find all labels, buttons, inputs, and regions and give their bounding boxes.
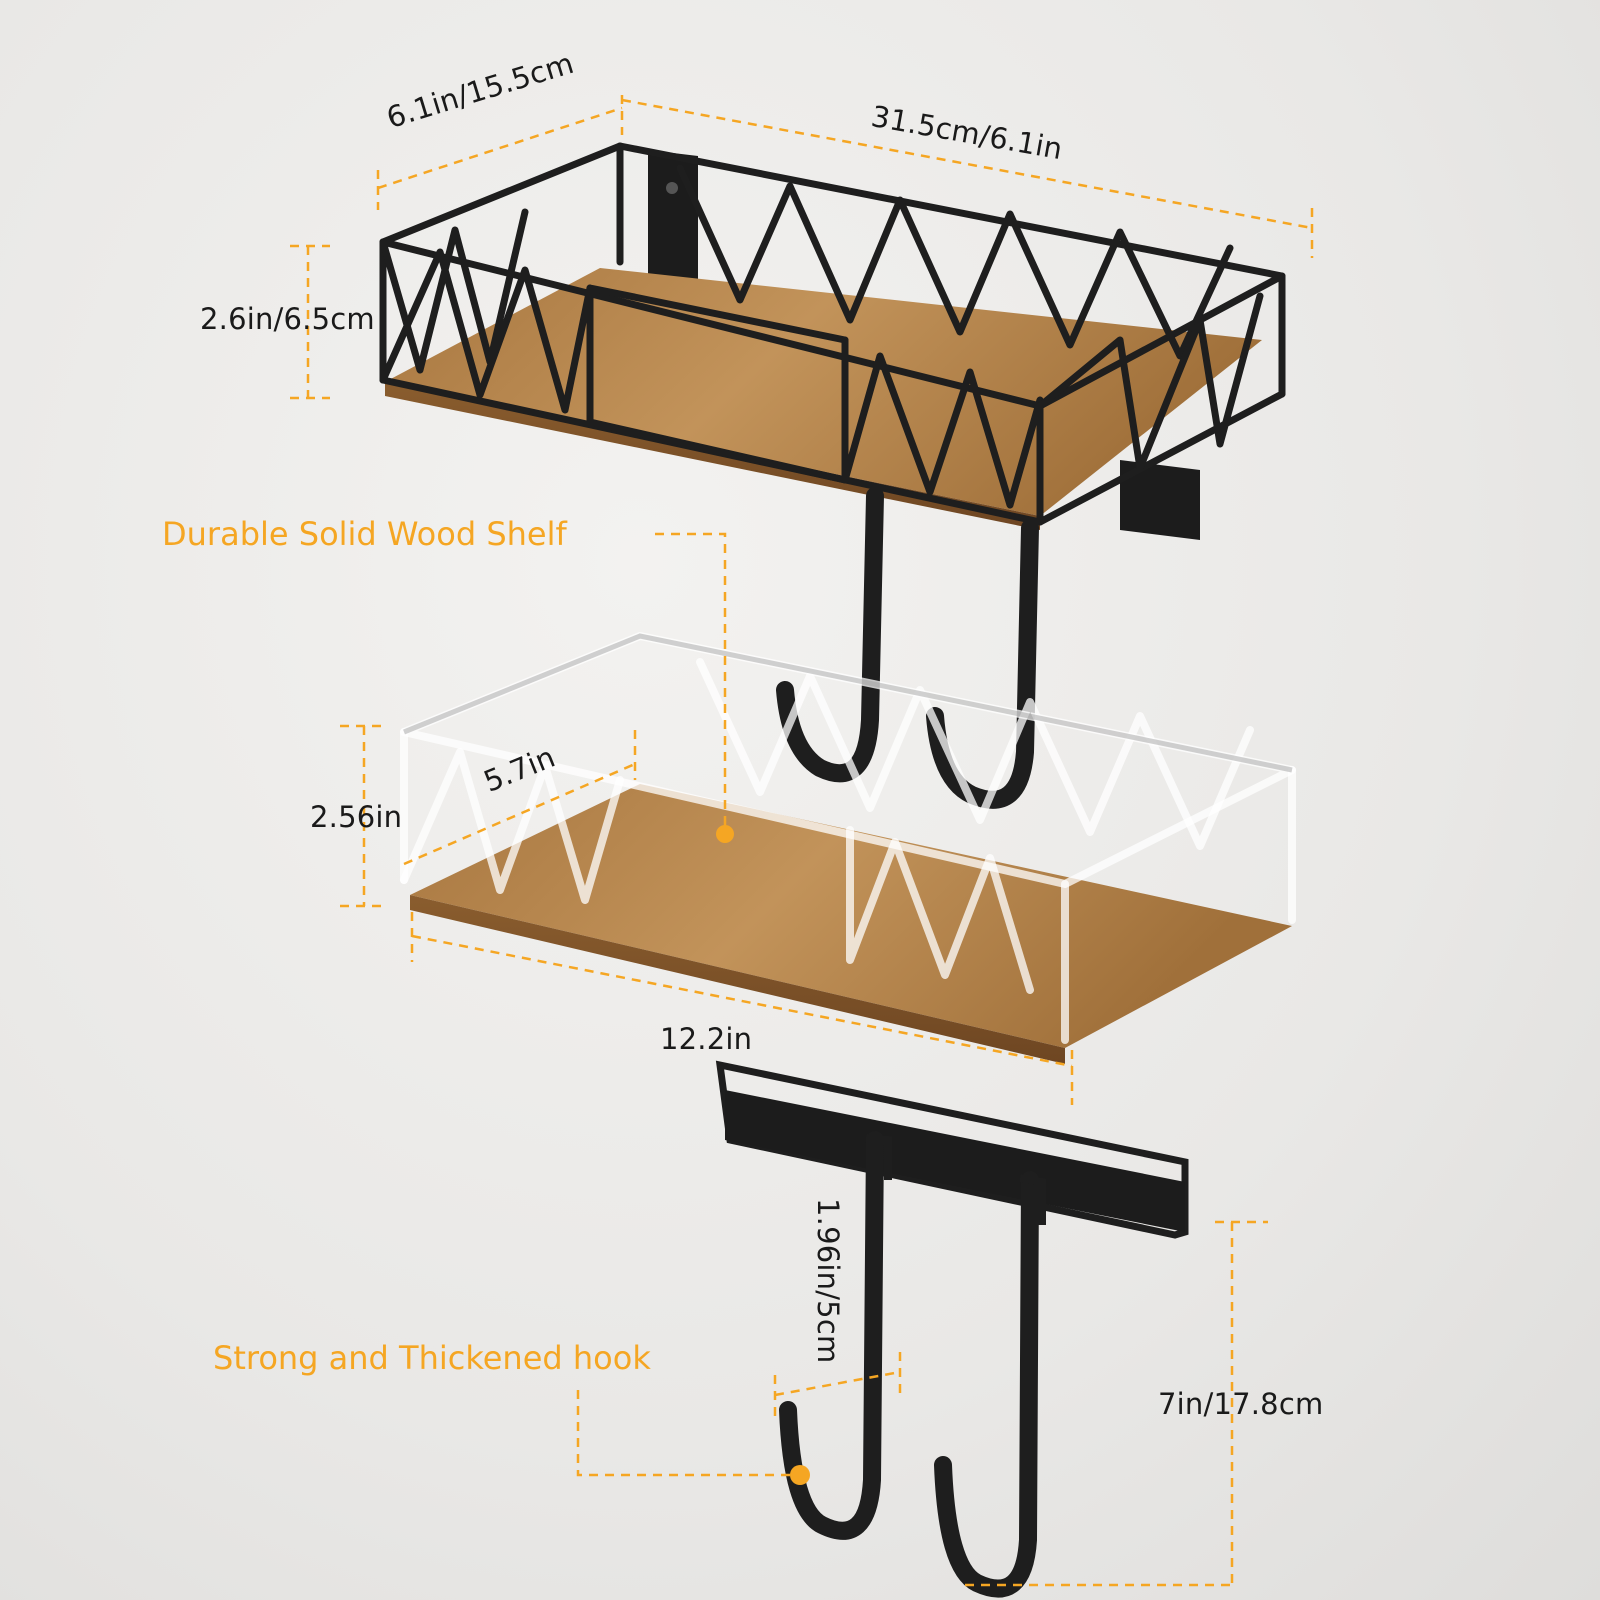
top-bracket-foot [1120, 460, 1200, 540]
callout-shelf-leader [655, 532, 727, 838]
lower-ghost-shadow [403, 633, 1293, 773]
hook-rack [715, 1060, 1189, 1598]
lower-shelf [400, 632, 1296, 1064]
dim-label-hook-height: 7in/17.8cm [1158, 1387, 1324, 1421]
callout-hook-leader [576, 1390, 800, 1477]
callout-shelf-text: Durable Solid Wood Shelf [162, 515, 567, 553]
dim-label-lower-height: 2.56in [310, 800, 403, 834]
dim-lower-width [410, 912, 1074, 1105]
dim-top-height [290, 244, 330, 400]
dimension-lines [290, 95, 1314, 1587]
dim-top-depth [377, 106, 623, 190]
rack-hooks [779, 1131, 1039, 1598]
lower-wood-edge [410, 895, 1065, 1064]
top-wire-frame [379, 142, 1286, 526]
top-hooks [776, 487, 1039, 809]
callout-hook-dot [790, 1465, 810, 1485]
dim-label-hook-depth: 1.96in/5cm [811, 1198, 845, 1364]
callout-shelf-dot [716, 825, 734, 843]
keyhole-icon [666, 182, 678, 194]
dim-label-lower-width: 12.2in [660, 1022, 753, 1056]
dim-lower-depth [403, 730, 637, 866]
dim-hook-depth [773, 1352, 902, 1420]
rack-hook-tops [865, 1134, 1046, 1225]
hook-rack-plate [725, 1090, 1185, 1232]
dim-label-top-height: 2.6in/6.5cm [200, 302, 375, 336]
callout-hook-text: Strong and Thickened hook [213, 1339, 651, 1377]
dim-lower-height [340, 724, 386, 908]
lower-ghost-frame [400, 632, 1296, 1044]
dim-top-width [621, 98, 1313, 230]
top-shelf [379, 142, 1286, 809]
dim-hook-height [965, 1220, 1268, 1587]
